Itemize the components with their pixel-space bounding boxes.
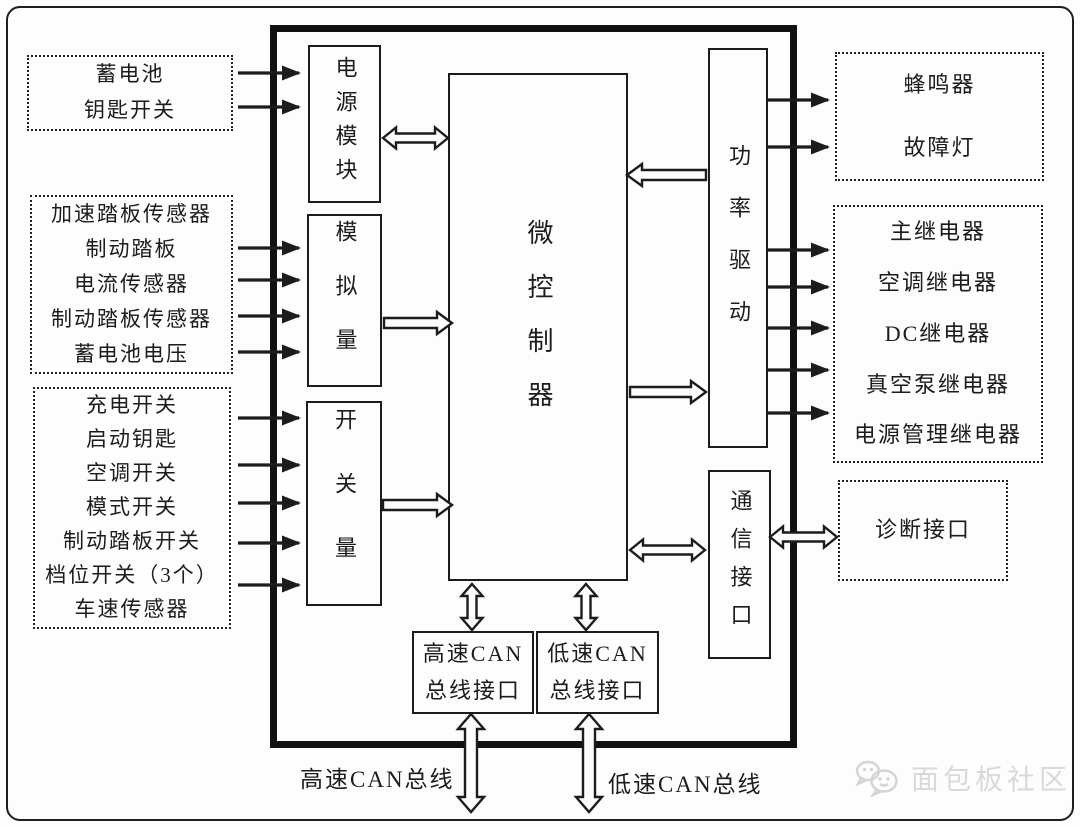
output-label: DC继电器 — [884, 320, 992, 346]
input-label: 模式开关 — [86, 495, 178, 520]
input-label: 制动踏板传感器 — [51, 306, 212, 331]
input-label: 空调开关 — [86, 461, 178, 486]
input-label: 启动钥匙 — [86, 427, 178, 452]
output-label: 真空泵继电器 — [865, 371, 1010, 397]
output-label: 空调继电器 — [877, 270, 998, 296]
input-label: 制动踏板开关 — [63, 529, 201, 554]
output-label: 故障灯 — [903, 134, 976, 160]
output-label: 主继电器 — [889, 219, 986, 245]
input-label: 加速踏板传感器 — [51, 201, 212, 226]
can-high-bus-label: 高速CAN总线 — [300, 767, 455, 792]
input-label: 档位开关（3个） — [45, 563, 219, 588]
input-label: 电流传感器 — [74, 271, 189, 296]
can-high-line1: 高速CAN — [422, 641, 524, 667]
can-low-interface-box: 低速CAN 总线接口 — [536, 631, 659, 714]
power-module-box: 电源模块 — [308, 45, 381, 203]
page-border — [6, 6, 1074, 821]
speech-bubbles-icon — [855, 760, 898, 798]
can-low-line2: 总线接口 — [549, 677, 646, 703]
output-group-indicators: 蜂鸣器 故障灯 — [835, 52, 1044, 181]
analog-input-label: 模拟量 — [332, 219, 358, 382]
can-low-line1: 低速CAN — [547, 641, 648, 667]
output-label: 电源管理继电器 — [853, 422, 1022, 448]
input-group-analog-sensors: 加速踏板传感器 制动踏板 电流传感器 制动踏板传感器 蓄电池电压 — [30, 195, 233, 374]
analog-input-box: 模拟量 — [307, 214, 382, 387]
watermark-text: 面包板社区 — [911, 765, 1072, 796]
can-high-line2: 总线接口 — [424, 677, 521, 703]
power-drive-label: 功率驱动 — [726, 144, 751, 352]
switch-input-label: 开关量 — [332, 407, 357, 600]
input-label: 充电开关 — [86, 393, 178, 418]
output-label: 蜂鸣器 — [903, 72, 976, 98]
input-group-power-sources: 蓄电池 钥匙开关 — [27, 55, 233, 131]
microcontroller-box: 微控制器 — [448, 73, 628, 581]
input-label: 钥匙开关 — [84, 98, 176, 123]
can-high-interface-box: 高速CAN 总线接口 — [412, 631, 534, 714]
comm-interface-label: 通信接口 — [727, 488, 753, 641]
output-group-relays: 主继电器 空调继电器 DC继电器 真空泵继电器 电源管理继电器 — [833, 205, 1043, 463]
watermark: 面包板社区 — [853, 752, 1071, 804]
microcontroller-label: 微控制器 — [524, 219, 553, 435]
diagnostic-interface-label: 诊断接口 — [874, 517, 971, 543]
input-label: 蓄电池电压 — [74, 341, 189, 366]
input-label: 蓄电池 — [95, 62, 165, 87]
diagnostic-interface-box: 诊断接口 — [838, 480, 1008, 581]
comm-interface-box: 通信接口 — [708, 470, 771, 659]
input-group-switches: 充电开关 启动钥匙 空调开关 模式开关 制动踏板开关 档位开关（3个） 车速传感… — [33, 387, 231, 629]
power-drive-box: 功率驱动 — [708, 48, 768, 448]
input-label: 车速传感器 — [74, 597, 190, 622]
controller-main-box — [270, 25, 797, 748]
can-low-bus-label: 低速CAN总线 — [608, 772, 763, 797]
power-module-label: 电源模块 — [332, 56, 358, 192]
input-label: 制动踏板 — [85, 236, 178, 261]
switch-input-box: 开关量 — [306, 401, 382, 606]
